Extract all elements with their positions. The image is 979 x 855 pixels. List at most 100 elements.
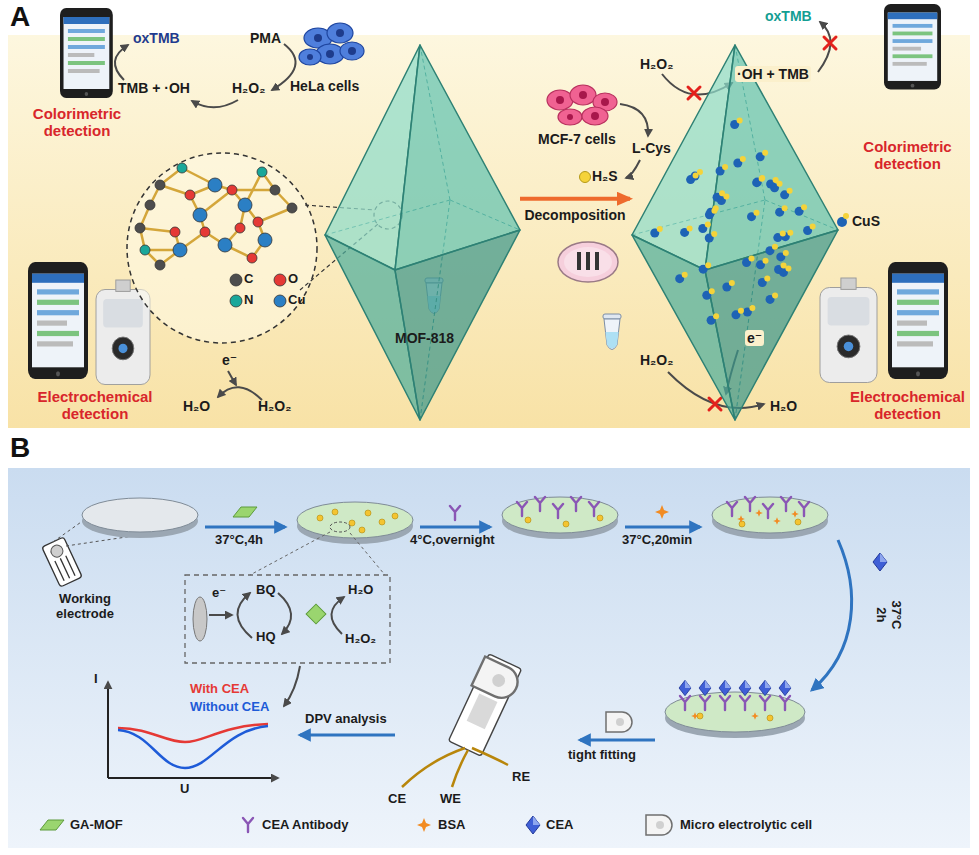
mof-structure: [155, 180, 165, 190]
zoom-spot: [330, 522, 350, 532]
sulfide-particle: [693, 173, 699, 179]
legend-icon: [646, 815, 672, 835]
cea-antigen: [779, 680, 791, 695]
chem-label: BQ: [256, 583, 276, 598]
mof-structure: [258, 208, 292, 222]
reaction-arrow: [620, 104, 648, 136]
smartphone: [28, 262, 88, 379]
smartphone: [884, 4, 941, 90]
sulfide-particle: [709, 288, 715, 294]
petri-dish: [558, 242, 618, 282]
mof-structure: [270, 185, 280, 195]
screen-printed-electrode: [49, 543, 65, 559]
sulfide-particle: [787, 188, 793, 194]
mof-structure: [257, 167, 267, 177]
dpv-plot: [108, 777, 278, 779]
legend-icon: [417, 818, 431, 832]
sulfide-particle: [740, 156, 746, 162]
mof-structure: [135, 163, 297, 270]
antibody: [799, 502, 809, 516]
mof-structure: [200, 227, 210, 237]
mechanism-box: [209, 593, 344, 638]
legend-entry: BSA: [438, 818, 465, 833]
antibody: [727, 502, 737, 516]
axis-label: I: [94, 672, 98, 687]
mof-structure: [170, 227, 180, 237]
ga-mof-particle: [525, 517, 531, 523]
cea-antigen: [699, 680, 711, 695]
chem-label: H₂O₂: [640, 56, 673, 72]
process-arrow: [300, 734, 395, 737]
atom-key-label: N: [244, 293, 253, 308]
pin-label: CE: [388, 792, 406, 807]
electrode-disc: [82, 497, 828, 738]
mechanism-box: [331, 597, 344, 634]
process-arrow: [580, 739, 655, 742]
sulfide-particle: [759, 175, 765, 181]
h2s-molecule: [580, 172, 591, 183]
sulfide-particle: [773, 177, 779, 183]
electrochemical-cell: [472, 748, 508, 765]
screen-printed-electrode: [42, 537, 82, 587]
cus-particle: [843, 213, 849, 219]
mof-structure: [145, 200, 155, 210]
legend-text: CEA: [546, 817, 573, 832]
mof-structure: [127, 153, 317, 343]
sulfide-particle: [729, 280, 735, 286]
screen-printed-electrode: [66, 556, 75, 576]
reaction-arrow: [192, 100, 238, 107]
ga-mof-particle: [349, 520, 355, 526]
sulfide-particle: [785, 265, 791, 271]
cus-particle: [837, 213, 849, 227]
antibody: [745, 497, 755, 511]
mechanism-box: [193, 597, 207, 641]
sulfide-particle: [705, 222, 711, 228]
antibody: [763, 504, 773, 518]
hela-cells: [326, 50, 334, 58]
hela-cells: [327, 23, 353, 43]
legend-text: GA-MOF: [70, 817, 123, 832]
chem-label: HQ: [256, 630, 276, 645]
sulfide-particle: [772, 292, 778, 298]
chem-label: L-Cys: [632, 140, 671, 156]
antibody: [700, 696, 710, 710]
chem-label: H₂O: [348, 583, 373, 598]
reaction-arrow: [115, 45, 128, 80]
sulfide-particle: [783, 250, 789, 256]
sulfide-particle: [763, 258, 769, 264]
electrochemical-cell: [467, 694, 498, 730]
node-label: CuS: [852, 213, 880, 229]
sulfide-particle: [711, 231, 717, 237]
potentiostat: [820, 278, 877, 383]
electron-label: e⁻: [222, 352, 237, 368]
antibody: [535, 497, 545, 511]
sulfide-particle: [738, 308, 744, 314]
cea-antigen: [679, 680, 691, 695]
sulfide-particle: [682, 272, 688, 278]
mof-structure: [258, 233, 272, 247]
mcf7-cells: [591, 112, 599, 120]
electrode-disc: [502, 497, 618, 533]
mcf7-cells: [601, 98, 609, 106]
node-label: Working electrode: [35, 592, 135, 622]
sulfide-particle: [722, 164, 728, 170]
ga-mof-particle: [359, 527, 365, 533]
detection-label: Colorimetric detection: [22, 105, 132, 140]
inhibition-mark: [709, 398, 721, 410]
mcf7-cells: [547, 90, 573, 110]
step-condition: DPV analysis: [305, 712, 387, 727]
mof-structure: [208, 178, 222, 192]
hela-cells: [314, 34, 322, 42]
detection-label: Electrochemical detection: [20, 388, 170, 423]
sulfide-particle: [749, 256, 755, 262]
ga-mof-particle: [597, 515, 603, 521]
axis-label: U: [180, 782, 189, 797]
process-arrow: [625, 526, 700, 529]
mof-structure: [193, 208, 207, 222]
panel-letter: B: [10, 432, 30, 464]
sulfide-particle: [687, 225, 693, 231]
sulfide-particle: [782, 205, 788, 211]
atom-key: [230, 274, 242, 286]
bsa-star: [773, 517, 781, 525]
